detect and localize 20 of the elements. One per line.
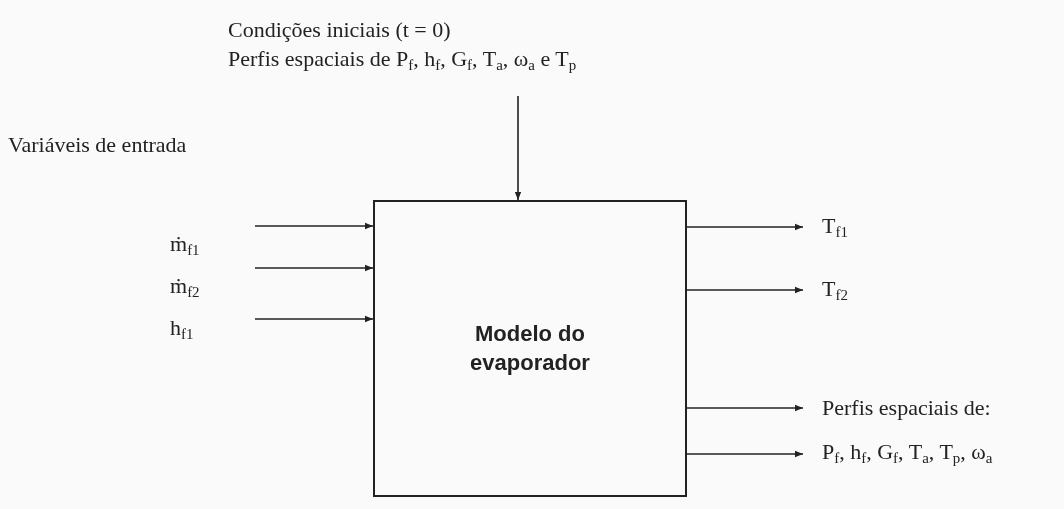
node-text: T$_{f1}$ [822, 212, 848, 242]
arrow [254, 315, 374, 323]
node-text: P$_{f}$, h$_{f}$, G$_{f}$, T$_{a}$, T$_{p}$, ω$_{a}$ [822, 438, 993, 468]
arrow [686, 404, 804, 412]
node-text: Perfis espaciais de P$_{f}$, h$_{f}$, G$_{f}$, T$_{a}$, ω$_{a}$ e T$_{p}$ [228, 44, 577, 75]
box-title: Modelo do evaporador [469, 319, 591, 377]
node-text: ṁ$_{f2}$ [170, 272, 200, 302]
arrow [686, 450, 804, 458]
arrow [686, 286, 804, 294]
arrow [254, 222, 374, 230]
note-text: Variáveis de entrada [8, 132, 187, 158]
arrow [514, 95, 522, 201]
node-text: h$_{f1}$ [170, 314, 194, 344]
process-box [373, 200, 687, 497]
node-text: T$_{f2}$ [822, 275, 848, 305]
node-text: Condições iniciais (t = 0) [228, 16, 451, 44]
node-text: ṁ$_{f1}$ [170, 230, 200, 260]
arrow [686, 223, 804, 231]
node-text: Perfis espaciais de: [822, 394, 991, 422]
arrow [254, 264, 374, 272]
